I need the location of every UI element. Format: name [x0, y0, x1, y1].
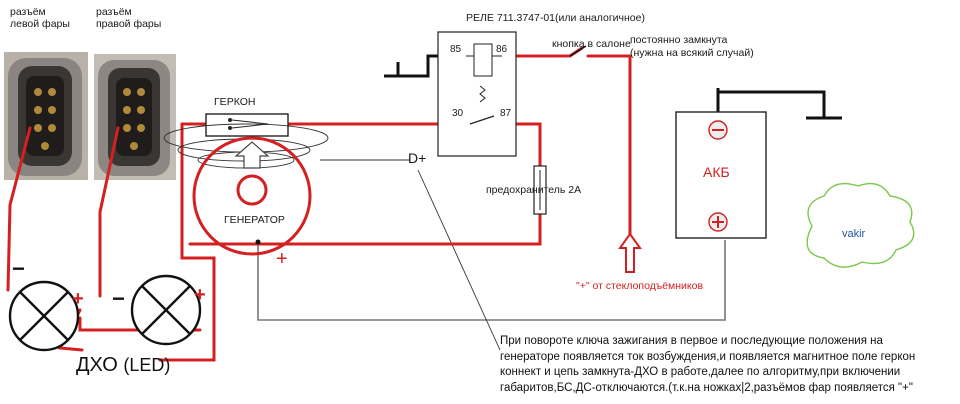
generator-plus: + — [276, 248, 288, 270]
drl-left-lamp — [8, 280, 80, 352]
left-connector-label-line1: разъём — [10, 6, 46, 18]
window-lift-arrow — [618, 232, 642, 273]
relay-title: РЕЛЕ 711.3747-01(или аналогичное) — [466, 12, 645, 24]
left-connector-label-line2: левой фары — [10, 18, 70, 30]
cabin-button-note-line2: (нужна на всякий случай) — [630, 47, 754, 59]
d-plus-label: D+ — [408, 150, 427, 166]
reed-switch-label: ГЕРКОН — [214, 96, 256, 108]
description-note: При повороте ключа зажигания в первое и … — [500, 335, 916, 394]
right-connector-label-line1: разъём — [96, 6, 132, 18]
relay-pin-85: 85 — [450, 44, 462, 55]
relay — [437, 31, 517, 157]
relay-pin-87: 87 — [500, 108, 512, 119]
drl-label-sub: (LED) — [123, 355, 171, 375]
window-lift-label: "+" от стеклоподъёмников — [576, 280, 704, 292]
right-headlight-connector-photo — [94, 54, 176, 180]
cabin-button-note-line1: постоянно замкнута — [630, 34, 728, 46]
watermark-text: vakir — [842, 228, 866, 240]
left-connector-label: разъём левой фары — [10, 6, 70, 30]
generator — [192, 136, 312, 256]
battery — [675, 111, 767, 239]
cabin-button — [569, 45, 587, 57]
generator-label: ГЕНЕРАТОР — [224, 214, 285, 226]
black-wires — [384, 54, 842, 120]
cabin-button-label: кнопка в салоне — [552, 38, 631, 50]
drl-left-plus: + — [72, 288, 84, 310]
left-headlight-connector-photo — [4, 52, 88, 180]
relay-pin-86: 86 — [496, 44, 508, 55]
right-connector-label: разъём правой фары — [96, 6, 161, 30]
gray-wires — [257, 159, 726, 321]
drl-label-main: ДХО — [76, 354, 118, 376]
drl-left-minus: − — [12, 256, 25, 281]
right-connector-label-line2: правой фары — [96, 18, 162, 30]
drl-right-minus: − — [112, 286, 125, 311]
watermark-cloud — [806, 182, 915, 268]
fuse-label: предохранитель 2А — [486, 184, 582, 196]
note-pointer-line — [417, 169, 501, 351]
battery-label: АКБ — [703, 164, 730, 180]
drl-right-plus: + — [194, 284, 206, 306]
drl-right-lamp — [130, 274, 202, 346]
drl-label: ДХО (LED) — [76, 354, 170, 377]
relay-pin-30: 30 — [452, 108, 464, 119]
cabin-button-note: постоянно замкнута (нужна на всякий случ… — [630, 34, 754, 60]
